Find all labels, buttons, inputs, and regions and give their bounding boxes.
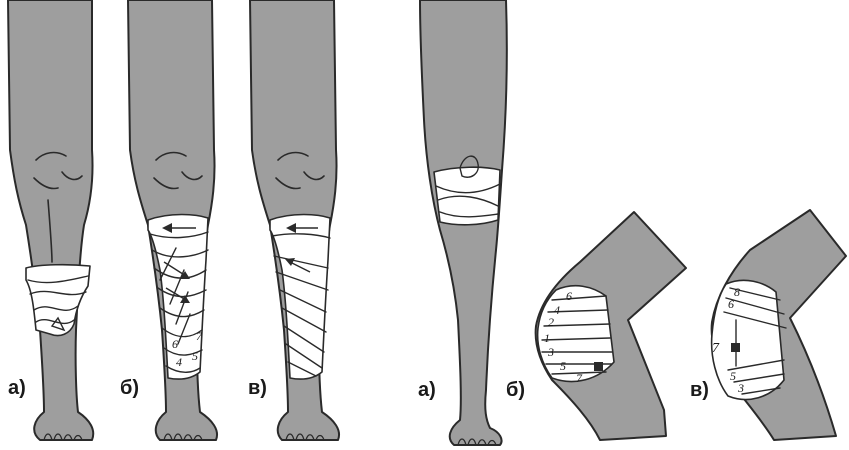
turn-number-2: 2 <box>548 315 554 329</box>
panel-label-a: а) <box>418 379 436 401</box>
leg-outline <box>8 0 93 440</box>
turn-number-1: 1 <box>544 331 550 345</box>
turn-number-8: 8 <box>734 285 740 299</box>
leg-panel-b: 7 6 5 4 б) <box>120 0 217 440</box>
leg-panel-c: в) <box>248 0 339 440</box>
bandage-turns <box>26 265 90 336</box>
leg-panel-a: а) <box>8 0 93 440</box>
turn-number-6: 6 <box>566 289 572 303</box>
turn-number-6: 6 <box>728 297 734 311</box>
panel-label-b: б) <box>506 379 525 401</box>
turn-number-4: 4 <box>554 303 560 317</box>
turn-number-5: 5 <box>560 359 566 373</box>
knee-bandaging-figure: а) 6 4 2 1 3 5 7 б) 8 6 7 <box>418 0 846 445</box>
finished-spiral-bandage <box>270 215 330 380</box>
turn-number-3: 3 <box>737 381 744 395</box>
turn-number-5: 5 <box>192 349 198 363</box>
bandage-clip-marker <box>731 343 740 352</box>
knee-panel-b: 6 4 2 1 3 5 7 б) <box>506 212 686 440</box>
panel-label-a: а) <box>8 377 26 399</box>
turn-number-6: 6 <box>172 337 178 351</box>
turn-number-7: 7 <box>712 341 720 356</box>
knee-panel-a: а) <box>418 0 507 445</box>
lower-leg-bandaging-figure: а) 7 6 5 4 б) <box>8 0 339 440</box>
turn-number-4: 4 <box>176 355 182 369</box>
panel-label-b: б) <box>120 377 139 399</box>
bandage-clip-marker <box>594 362 603 371</box>
turn-number-7: 7 <box>576 371 583 385</box>
turn-number-7: 7 <box>196 329 203 343</box>
knee-panel-c: 8 6 7 5 3 в) <box>690 210 846 440</box>
panel-label-c: в) <box>248 377 267 399</box>
turn-number-3: 3 <box>547 345 554 359</box>
panel-label-c: в) <box>690 379 709 401</box>
turn-number-5: 5 <box>730 369 736 383</box>
